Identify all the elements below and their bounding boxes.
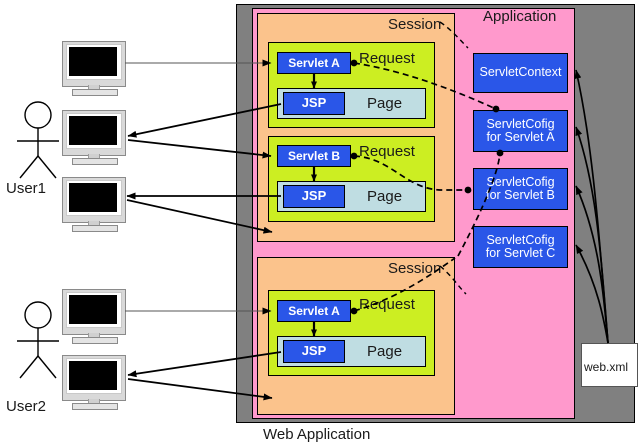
page-label-2-1: Page — [367, 343, 403, 360]
actor-user2-label: User2 — [6, 398, 47, 415]
jsp-box-1[interactable]: JSP — [283, 92, 345, 115]
servlet-config-a-line2: for Servlet A — [486, 130, 555, 144]
servlet-context-box[interactable]: ServletContext — [473, 53, 568, 93]
request-label-1-1: Request — [359, 50, 415, 67]
servlet-config-a-box[interactable]: ServletCofig for Servlet A — [473, 110, 568, 152]
servlet-config-c-line2: for Servlet C — [485, 246, 556, 260]
request-label-1-2: Request — [359, 143, 415, 160]
servlet-config-b-line1: ServletCofig — [486, 174, 555, 189]
monitor-screen — [69, 47, 117, 76]
application-label: Application — [483, 8, 557, 25]
monitor-base — [72, 337, 118, 344]
web-xml-note[interactable] — [581, 343, 638, 387]
servlet-config-c-box[interactable]: ServletCofig for Servlet C — [473, 226, 568, 268]
actor-user1 — [8, 100, 68, 180]
servlet-a-box-2[interactable]: Servlet A — [277, 300, 351, 322]
session-label-2: Session — [388, 260, 442, 277]
monitor-base — [72, 89, 118, 96]
servlet-config-b-line2: for Servlet B — [486, 188, 555, 202]
servlet-config-c-line1: ServletCofig — [486, 232, 555, 247]
session-label-1: Session — [388, 16, 442, 33]
actor-user2 — [8, 300, 68, 380]
monitor-screen — [69, 295, 117, 324]
page-label-1-2: Page — [367, 188, 403, 205]
monitor-screen — [69, 183, 117, 212]
monitor-base — [72, 158, 118, 165]
monitor-base — [72, 225, 118, 232]
monitor-screen — [69, 361, 117, 390]
servlet-b-box[interactable]: Servlet B — [277, 145, 351, 167]
request-label-2-1: Request — [359, 296, 415, 313]
servlet-config-a-line1: ServletCofig — [486, 116, 555, 131]
jsp-box-3[interactable]: JSP — [283, 340, 345, 363]
web-xml-label: web.xml — [584, 360, 629, 374]
monitor-screen — [69, 116, 117, 145]
servlet-config-b-box[interactable]: ServletCofig for Servlet B — [473, 168, 568, 210]
actor-user1-label: User1 — [6, 180, 47, 197]
monitor-base — [72, 403, 118, 410]
web-application-label: Web Application — [263, 426, 371, 443]
servlet-a-box-1[interactable]: Servlet A — [277, 52, 351, 74]
page-label-1-1: Page — [367, 95, 403, 112]
jsp-box-2[interactable]: JSP — [283, 185, 345, 208]
